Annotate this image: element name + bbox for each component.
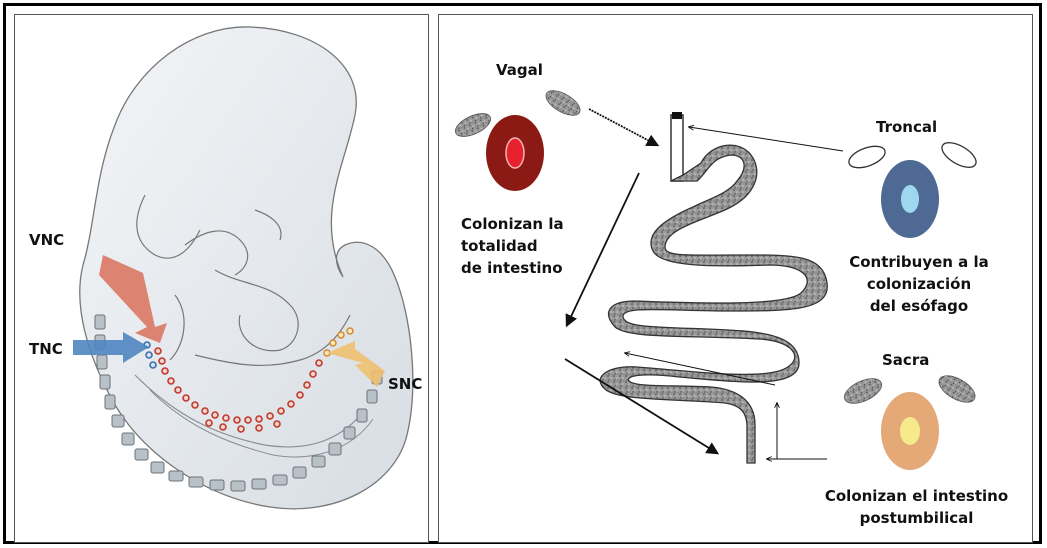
sacra-caption: Colonizan el intestino postumbilical xyxy=(799,485,1033,529)
gut-colonization-panel: Vagal Troncal Sacra Colonizan la totalid… xyxy=(438,14,1033,543)
gut-tube xyxy=(600,145,827,463)
vagal-title: Vagal xyxy=(496,63,543,78)
troncal-ellipse-inner xyxy=(901,185,919,213)
sacra-caption-line: postumbilical xyxy=(799,507,1033,529)
vagal-tube-left xyxy=(452,109,494,141)
sacra-title: Sacra xyxy=(882,353,929,368)
troncal-caption-line: del esófago xyxy=(819,295,1019,317)
vnc-label: VNC xyxy=(29,233,64,248)
sacra-tube-left xyxy=(841,373,886,408)
embryo-illustration xyxy=(15,15,429,543)
esophagus xyxy=(671,115,683,181)
sacra-tube-right xyxy=(935,370,980,407)
troncal-title: Troncal xyxy=(876,120,937,135)
vagal-caption-line: de intestino xyxy=(461,257,661,279)
troncal-caption: Contribuyen a la colonización del esófag… xyxy=(819,251,1019,317)
sacra-ellipse-inner xyxy=(900,417,920,445)
snc-label: SNC xyxy=(388,377,422,392)
embryo-panel: VNC TNC SNC xyxy=(14,14,429,543)
troncal-tube-left xyxy=(846,142,888,172)
vagal-caption-line: totalidad xyxy=(461,235,661,257)
esophagus-top xyxy=(672,112,682,119)
vagal-to-gut-arrow xyxy=(589,109,657,145)
troncal-caption-line: Contribuyen a la xyxy=(819,251,1019,273)
vagal-caption: Colonizan la totalidad de intestino xyxy=(461,213,661,279)
vagal-caption-line: Colonizan la xyxy=(461,213,661,235)
vagal-tube-right xyxy=(542,86,584,121)
troncal-tube-right xyxy=(938,138,980,173)
sacra-caption-line: Colonizan el intestino xyxy=(799,485,1033,507)
tnc-label: TNC xyxy=(29,342,63,357)
troncal-caption-line: colonización xyxy=(819,273,1019,295)
vagal-ellipse-inner xyxy=(506,138,524,168)
troncal-to-esophagus-arrow xyxy=(689,127,843,151)
